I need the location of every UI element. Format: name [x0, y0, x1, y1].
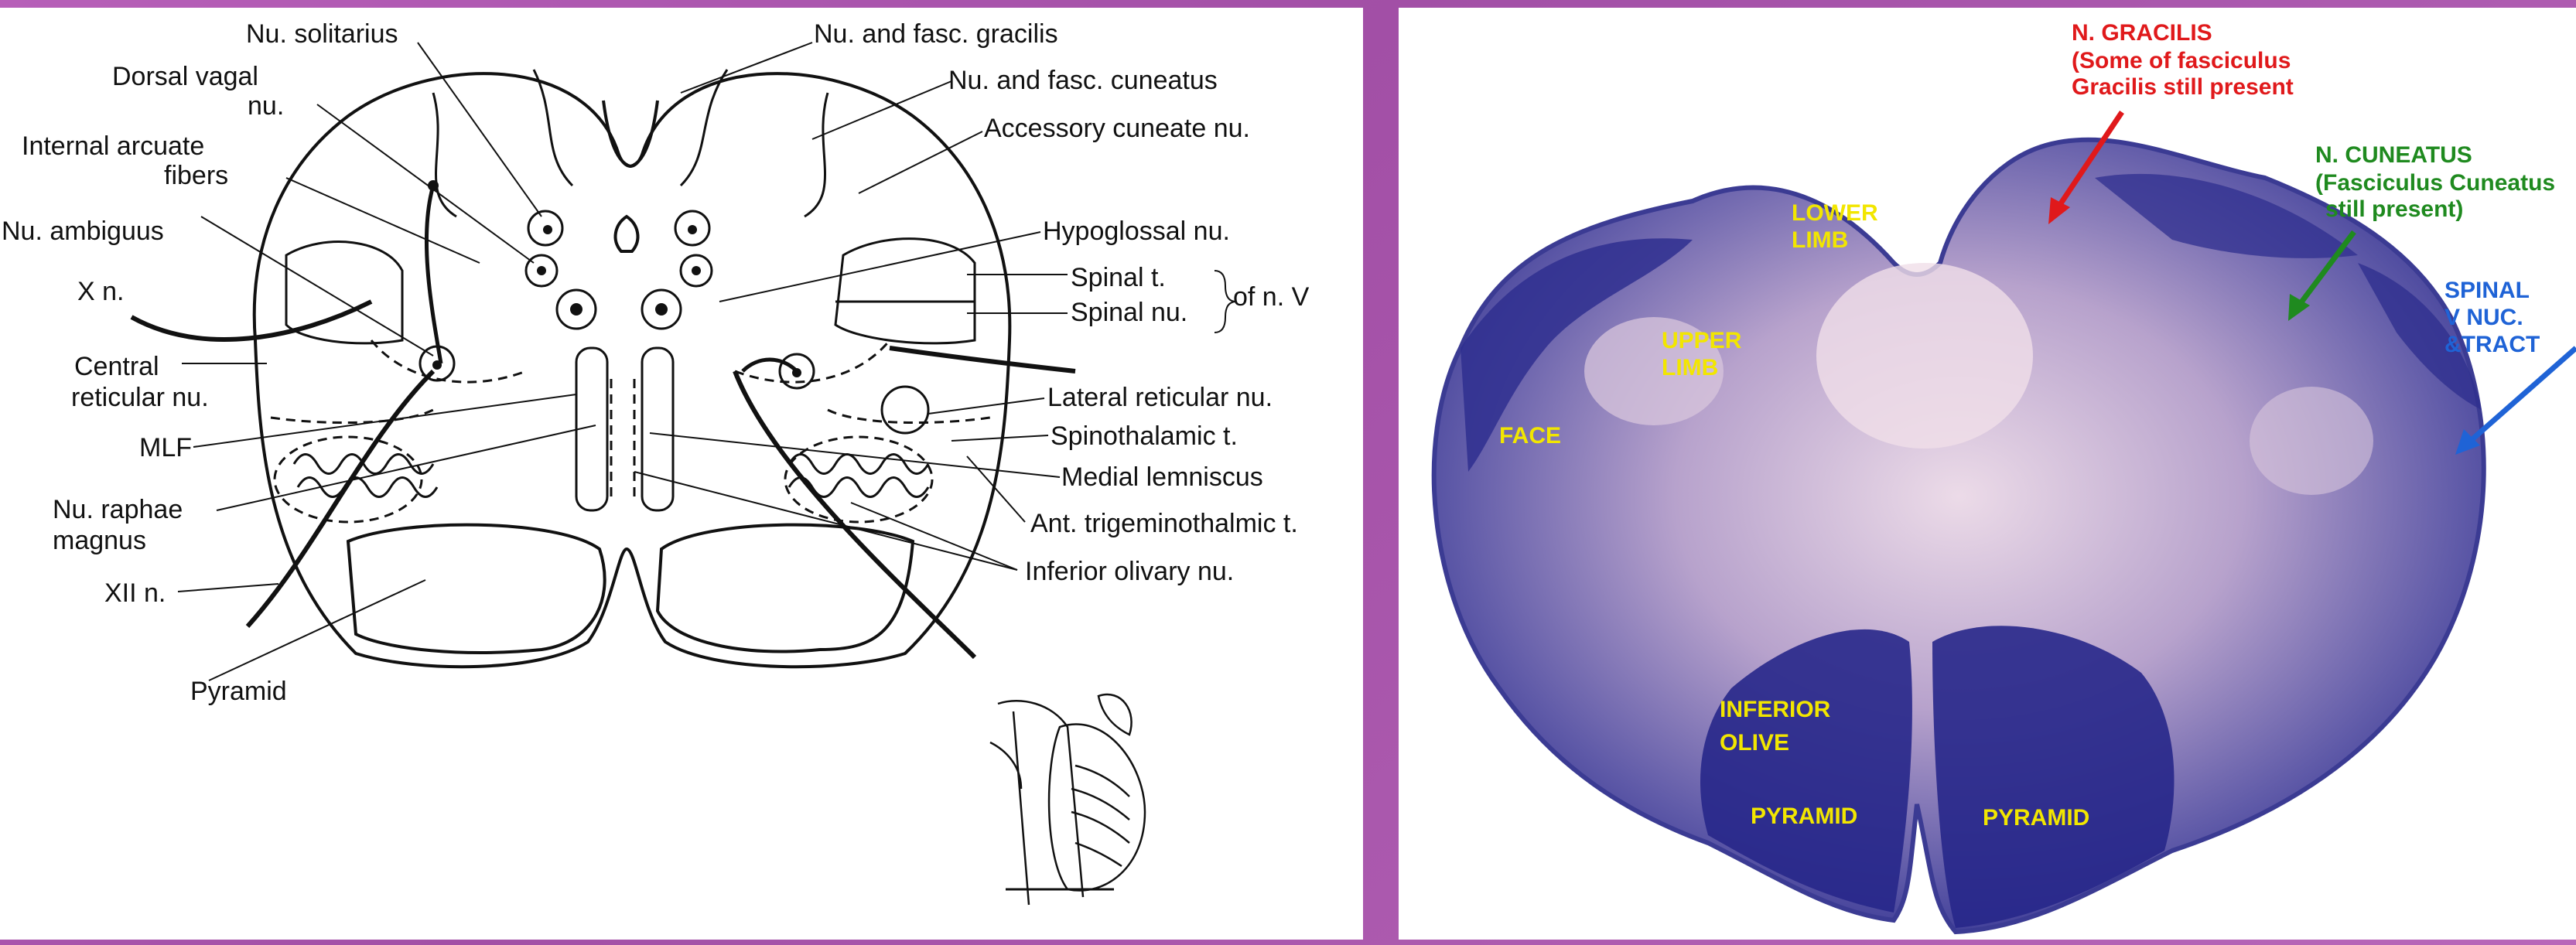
- label-raphae-2: magnus: [53, 526, 146, 555]
- label-cuneatus: Nu. and fasc. cuneatus: [948, 66, 1218, 95]
- label-upper-limb: UPPER: [1662, 328, 1742, 353]
- label-spinothalamic: Spinothalamic t.: [1051, 421, 1238, 451]
- label-n-cuneatus: N. CUNEATUS: [2315, 142, 2472, 168]
- label-upper-limb-2: LIMB: [1662, 355, 1718, 380]
- label-central-reticular: Central: [74, 352, 159, 381]
- label-accessory-cuneate: Accessory cuneate nu.: [984, 114, 1250, 143]
- label-spinal-nu: Spinal nu.: [1071, 298, 1187, 327]
- xii-nerve: [245, 369, 436, 629]
- label-gracilis: Nu. and fasc. gracilis: [814, 19, 1058, 49]
- label-ant-trigeminothalamic: Ant. trigeminothalmic t.: [1030, 509, 1298, 538]
- label-internal-arcuate-2: fibers: [164, 161, 228, 190]
- label-xii-n: XII n.: [104, 578, 166, 608]
- label-dorsal-vagal-2: nu.: [248, 91, 284, 121]
- label-nu-solitarius: Nu. solitarius: [246, 19, 398, 49]
- label-spinal-v: SPINAL: [2444, 278, 2530, 303]
- label-internal-arcuate: Internal arcuate: [22, 131, 204, 161]
- label-mlf: MLF: [139, 433, 192, 462]
- label-cuneatus-note-2: still present): [2325, 196, 2463, 222]
- pyramid-left-shape: [346, 523, 606, 654]
- arrow-cuneatus: [2288, 230, 2356, 321]
- label-nu-ambiguus: Nu. ambiguus: [2, 217, 164, 246]
- label-gracilis-note-2: Gracilis still present: [2072, 74, 2294, 100]
- label-spinal-v-nuc: V NUC.: [2444, 305, 2523, 330]
- label-gracilis-note-1: (Some of fasciculus: [2072, 48, 2291, 73]
- label-spinal-t: Spinal t.: [1071, 263, 1166, 292]
- label-raphae: Nu. raphae: [53, 495, 183, 524]
- label-inferior-olive: INFERIOR: [1720, 697, 1831, 722]
- label-hypoglossal: Hypoglossal nu.: [1043, 217, 1230, 246]
- label-inferior-olive-2: OLIVE: [1720, 730, 1789, 756]
- label-x-n: X n.: [77, 277, 124, 306]
- label-cuneatus-note-1: (Fasciculus Cuneatus: [2315, 170, 2555, 196]
- arrow-spinal: [2455, 346, 2576, 455]
- label-lower-limb-2: LIMB: [1792, 227, 1848, 253]
- medulla-diagram: Nu. solitarius Dorsal vagal nu. Internal…: [2, 19, 1310, 906]
- label-n-gracilis: N. GRACILIS: [2072, 20, 2212, 46]
- xii-nerve-right: [733, 370, 977, 660]
- medulla-outline: [252, 72, 1012, 669]
- diagram-panel: Nu. solitarius Dorsal vagal nu. Internal…: [0, 8, 1363, 940]
- label-dorsal-vagal: Dorsal vagal: [112, 62, 258, 91]
- label-spinal-v-tract: &TRACT: [2444, 332, 2540, 357]
- label-pyramid-left: PYRAMID: [1751, 803, 1857, 829]
- brain-inset: [989, 693, 1146, 906]
- histology-panel: N. GRACILIS (Some of fasciculus Gracilis…: [1399, 8, 2576, 940]
- label-of-n-v: of n. V: [1233, 282, 1310, 312]
- label-inferior-olivary: Inferior olivary nu.: [1025, 557, 1234, 586]
- label-pyramid: Pyramid: [190, 677, 287, 706]
- x-nerve-right: [889, 346, 1076, 374]
- label-pyramid-right: PYRAMID: [1983, 805, 2089, 831]
- arrow-gracilis: [2048, 111, 2124, 224]
- label-lower-limb: LOWER: [1792, 200, 1878, 226]
- label-central-reticular-2: reticular nu.: [71, 383, 209, 412]
- pyramid-right-shape: [655, 523, 915, 653]
- x-nerve: [130, 299, 373, 342]
- label-face: FACE: [1499, 423, 1561, 449]
- label-lateral-reticular: Lateral reticular nu.: [1047, 383, 1273, 412]
- label-medial-lemniscus: Medial lemniscus: [1061, 462, 1263, 492]
- stained-medulla-section: N. GRACILIS (Some of fasciculus Gracilis…: [1431, 20, 2576, 935]
